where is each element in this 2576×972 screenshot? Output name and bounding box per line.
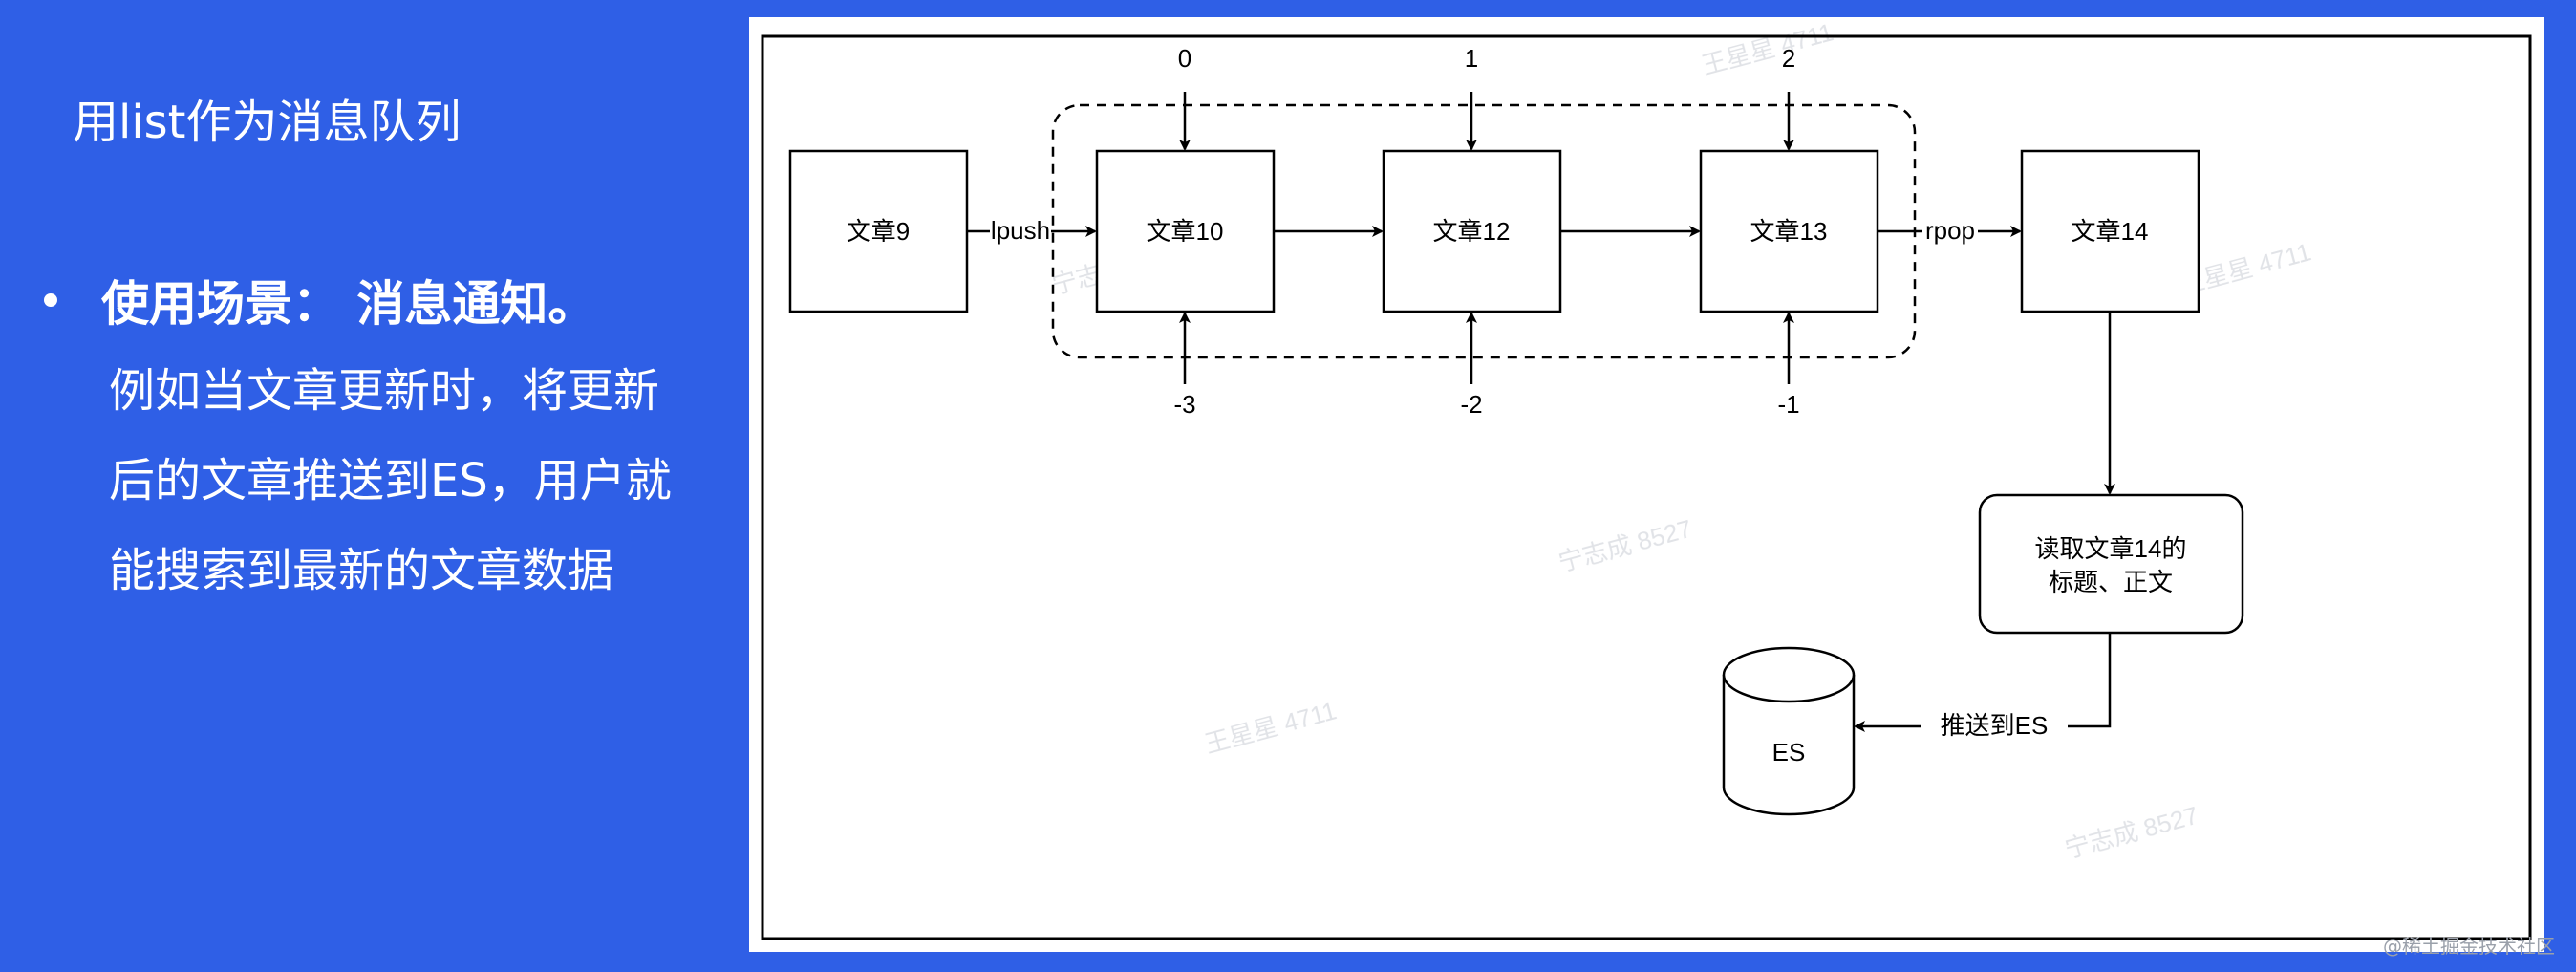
edge-read-es-a xyxy=(2068,633,2112,728)
label-read-line-1: 读取文章14的 xyxy=(2035,534,2187,563)
node-article-14 xyxy=(2020,149,2200,313)
index-bottom-neg3: -3 xyxy=(1173,390,1195,419)
label-es: ES xyxy=(1772,738,1806,767)
index-top-1: 1 xyxy=(1465,44,1478,73)
footer-watermark: @稀土掘金技术社区 xyxy=(2383,935,2555,958)
index-bottom-neg2: -2 xyxy=(1460,390,1482,419)
node-article-12 xyxy=(1382,149,1562,313)
diagram-frame xyxy=(761,34,2532,940)
bullet-usage: 使用场景： 消息通知。 例如当文章更新时，将更新 后的文章推送到ES，用户就 能… xyxy=(38,266,726,616)
bullet-heading-row: 使用场景： 消息通知。 xyxy=(38,266,726,335)
bullet-line-1: 例如当文章更新时，将更新 xyxy=(109,364,660,418)
index-bottom-neg1: -1 xyxy=(1777,390,1799,419)
node-article-10 xyxy=(1095,149,1276,313)
watermark: 宁志成 8527 xyxy=(2062,801,2201,864)
es-database-icon xyxy=(1722,646,1856,816)
label-article-9: 文章9 xyxy=(847,217,910,246)
label-read-line-2: 标题、正文 xyxy=(2049,568,2173,596)
index-top-2: 2 xyxy=(1782,44,1795,73)
watermark: 宁志成 8527 xyxy=(1556,514,1695,577)
label-article-14: 文章14 xyxy=(2072,217,2149,246)
bullet-dot-icon xyxy=(44,293,57,307)
diagram-panel: 王星星 4711 宁志成 8527 王星星 4711 宁志成 8527 王星星 … xyxy=(749,17,2544,952)
node-read-article xyxy=(1978,493,2244,635)
watermark-layer: 王星星 4711 宁志成 8527 王星星 4711 宁志成 8527 王星星 … xyxy=(1049,17,2314,864)
watermark: 王星星 4711 xyxy=(1202,696,1340,759)
bullet-line-3: 能搜索到最新的文章数据 xyxy=(109,544,614,597)
edge-label-rpop: rpop xyxy=(1925,216,1975,245)
edge-label-push-es: 推送到ES xyxy=(1941,711,2049,740)
bullet-heading: 使用场景： 消息通知。 xyxy=(101,276,596,332)
label-article-10: 文章10 xyxy=(1147,217,1224,246)
bullet-line-2: 后的文章推送到ES，用户就 xyxy=(109,454,672,508)
bullet-description: 例如当文章更新时，将更新 后的文章推送到ES，用户就 能搜索到最新的文章数据 xyxy=(109,346,726,616)
message-queue-diagram: 王星星 4711 宁志成 8527 王星星 4711 宁志成 8527 王星星 … xyxy=(761,17,2532,940)
index-top-0: 0 xyxy=(1178,44,1191,73)
watermark: 王星星 4711 xyxy=(1699,17,1836,80)
label-article-12: 文章12 xyxy=(1433,217,1511,246)
label-article-13: 文章13 xyxy=(1750,217,1828,246)
edge-label-lpush: lpush xyxy=(991,216,1050,245)
slide-title: 用list作为消息队列 xyxy=(73,96,462,149)
